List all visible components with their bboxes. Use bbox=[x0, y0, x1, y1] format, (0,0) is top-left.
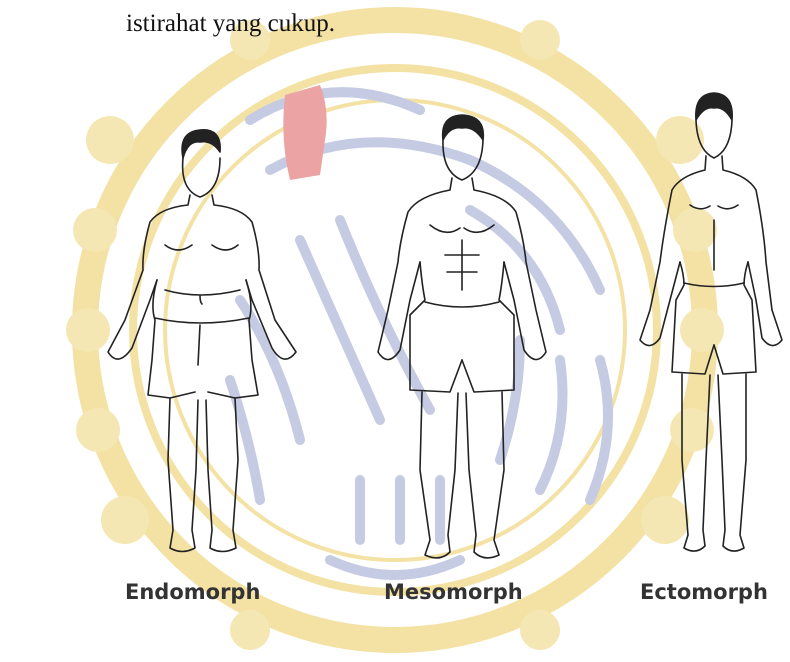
label-mesomorph: Mesomorph bbox=[384, 580, 523, 604]
label-endomorph: Endomorph bbox=[125, 580, 260, 604]
label-ectomorph: Ectomorph bbox=[640, 580, 768, 604]
ectomorph-figure bbox=[640, 93, 782, 551]
endomorph-figure bbox=[108, 130, 296, 552]
mesomorph-figure bbox=[378, 115, 546, 558]
